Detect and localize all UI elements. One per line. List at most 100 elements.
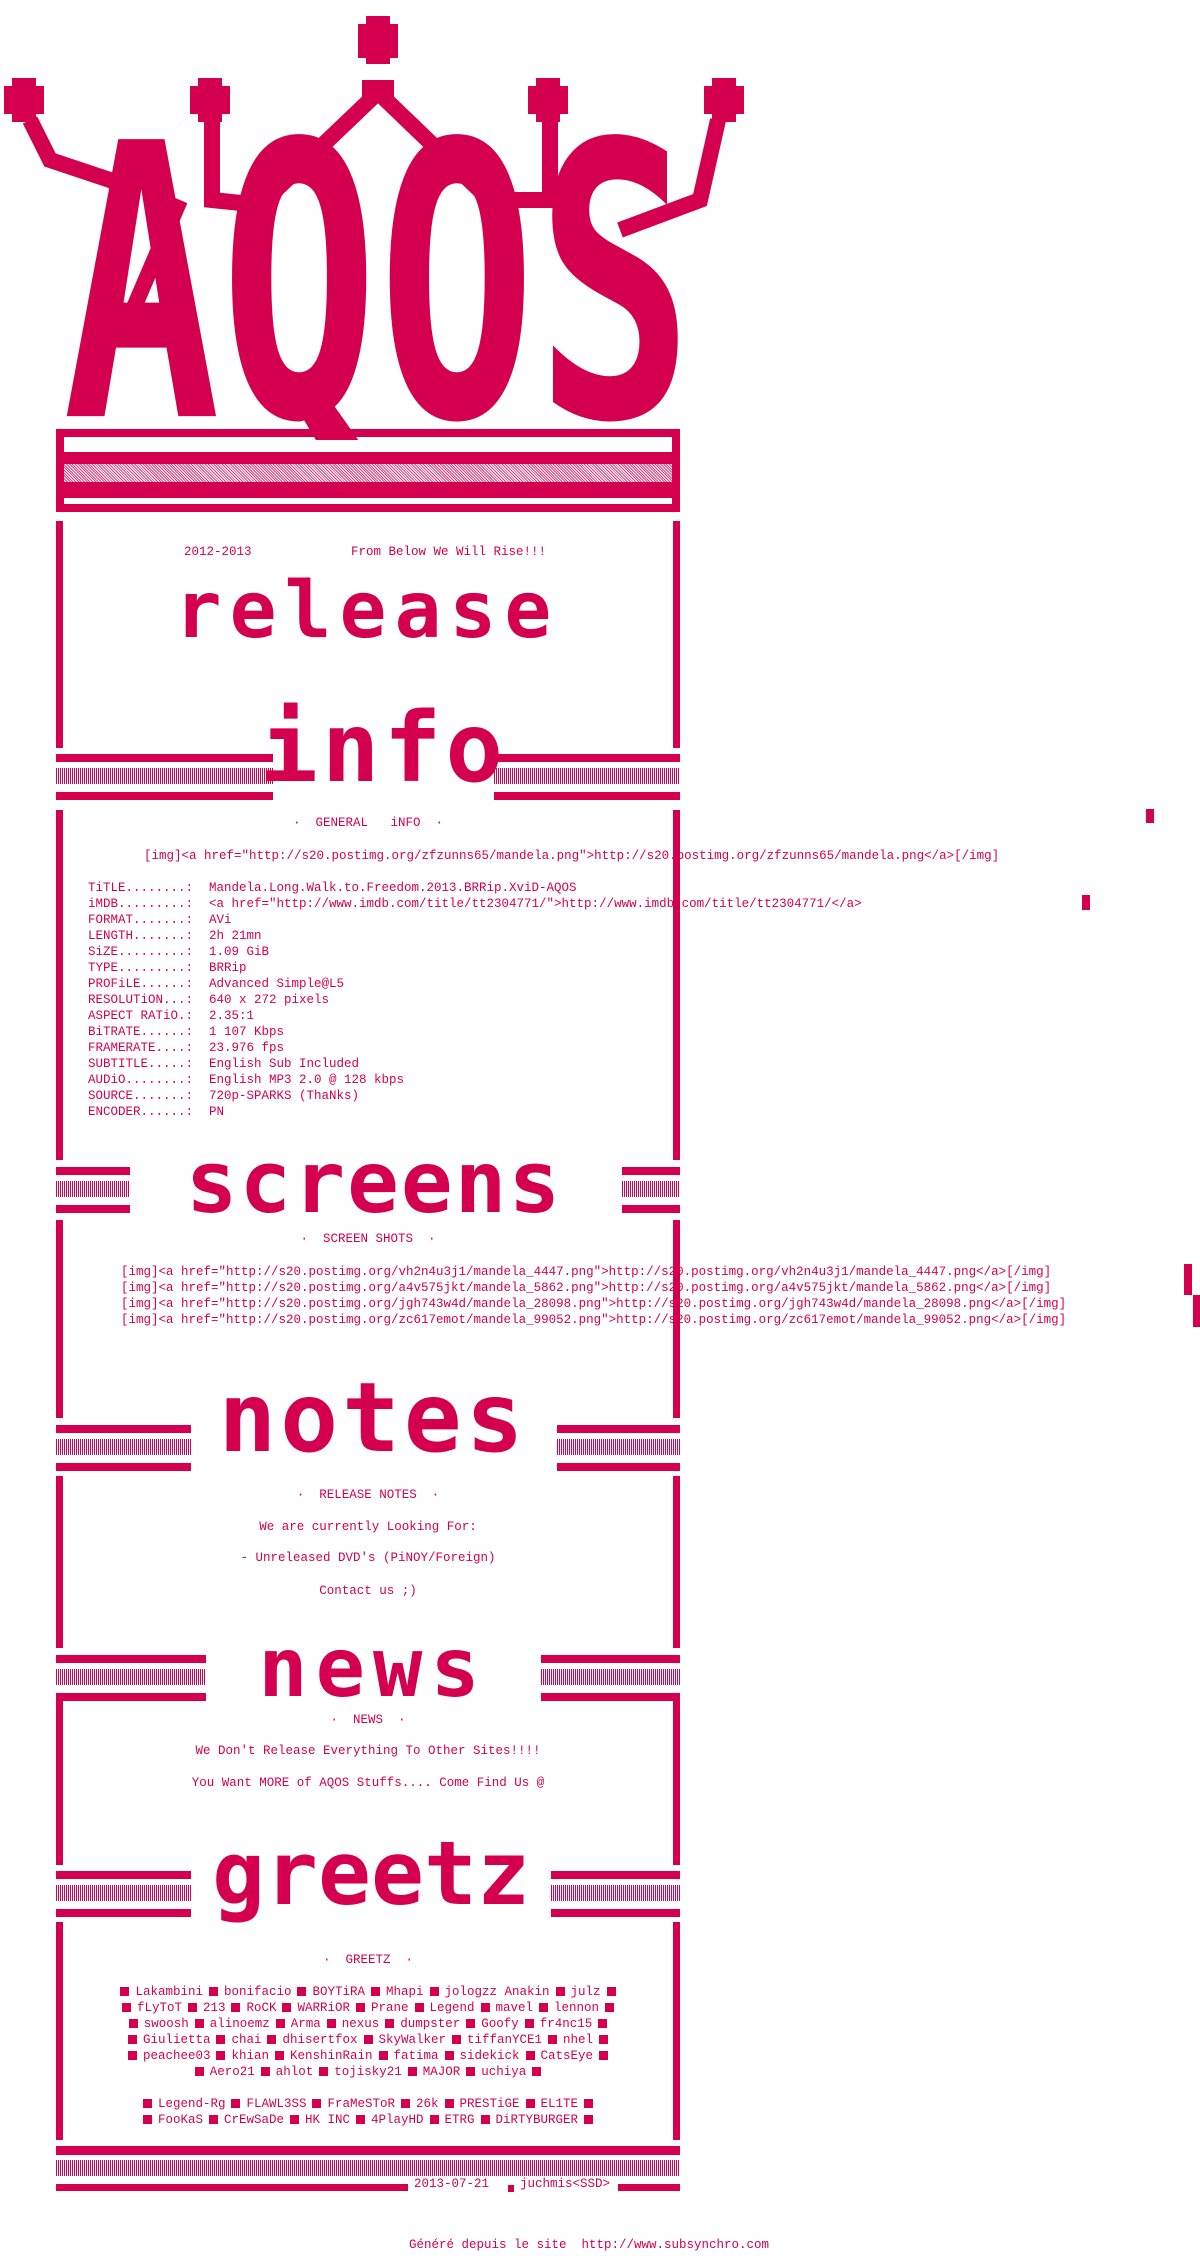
news-art: news [258, 1621, 488, 1716]
bullet-square [297, 1987, 307, 1996]
frame-right [673, 1695, 680, 1865]
notes-line: - Unreleased DVD's (PiNOY/Foreign) [240, 1551, 496, 1565]
greetz-name: julz [570, 1985, 601, 1999]
greetz-name: Goofy [481, 2017, 519, 2031]
bullet-square [142, 2115, 152, 2124]
frame-left [56, 1922, 63, 2140]
bottom-bar-left [56, 2184, 408, 2191]
screenshot-link[interactable]: [img]<a href="http://s20.postimg.org/vh2… [121, 1265, 1052, 1279]
divider-bar [551, 1909, 680, 1917]
bullet-square [231, 2003, 241, 2012]
bullet-square [385, 2019, 395, 2028]
greetz-name: MAJOR [422, 2065, 461, 2079]
divider-bar [622, 1167, 680, 1175]
bullet-square [525, 2051, 535, 2060]
bullet-square [452, 2035, 462, 2044]
bullet-square [378, 2051, 388, 2060]
info-value: 1 107 Kbps [209, 1025, 285, 1039]
greetz-name: mavel [495, 2001, 534, 2015]
greetz-name: FooKaS [157, 2113, 203, 2127]
greetz-name: tiffanYCE1 [467, 2033, 543, 2047]
bullet-square [407, 2067, 417, 2076]
notes-line: We are currently Looking For: [259, 1520, 477, 1534]
info-value[interactable]: <a href="http://www.imdb.com/title/tt230… [209, 897, 862, 911]
greetz-name: ETRG [444, 2113, 475, 2127]
frame-left [56, 1695, 63, 1865]
news-label: · NEWS · [330, 1713, 406, 1727]
info-label: ENCODER......: [88, 1105, 194, 1119]
general-info-label: · GENERAL iNFO · [292, 816, 444, 830]
info-value: 640 x 272 pixels [209, 993, 330, 1007]
bullet-square [120, 1987, 130, 1996]
screenshot-link[interactable]: [img]<a href="http://s20.postimg.org/a4v… [121, 1281, 1052, 1295]
greetz-name: HK INC [304, 2113, 350, 2127]
greetz-name: 213 [202, 2001, 226, 2015]
greetz-name: swoosh [143, 2017, 189, 2031]
notes-art: notes [218, 1362, 528, 1474]
marker [1146, 809, 1154, 823]
greetz-name: EL1TE [540, 2097, 579, 2111]
bullet-square [584, 2099, 594, 2108]
divider-bar [557, 1463, 680, 1471]
news-line: You Want MORE of AQOS Stuffs.... Come Fi… [191, 1776, 545, 1790]
bullet-square [127, 2035, 137, 2044]
info-row: RESOLUTiON...:640 x 272 pixels [88, 993, 329, 1007]
greetz-name: Lakambini [135, 1985, 203, 1999]
greetz-name: SkyWalker [378, 2033, 447, 2047]
info-image-link[interactable]: [img]<a href="http://s20.postimg.org/zfz… [144, 849, 1000, 863]
info-label: TiTLE........: [88, 881, 194, 895]
bullet-square [282, 2003, 292, 2012]
info-value: English MP3 2.0 @ 128 kbps [209, 1073, 405, 1087]
release-notes-label: · RELEASE NOTES · [296, 1488, 440, 1502]
greetz-name: nexus [341, 2017, 380, 2031]
bullet-square [429, 1987, 439, 1996]
bullet-square [289, 2115, 299, 2124]
header-box-top [56, 429, 680, 437]
bullet-square [275, 2019, 285, 2028]
greetz-name: tojisky21 [334, 2065, 402, 2079]
header-box-left [56, 429, 64, 510]
generated-by-text: Généré depuis le site http://www.subsync… [409, 2238, 770, 2252]
bottom-bar-right [618, 2184, 680, 2191]
greetz-name: BOYTiRA [312, 1985, 365, 1999]
bullet-square [356, 2115, 365, 2124]
screenshot-link[interactable]: [img]<a href="http://s20.postimg.org/jgh… [121, 1297, 1067, 1311]
bullet-square [363, 2035, 373, 2044]
divider-bar [56, 792, 273, 800]
bullet-square [480, 2003, 490, 2012]
divider-dots [557, 1439, 680, 1455]
bullet-square [401, 2099, 410, 2108]
screenshot-link[interactable]: [img]<a href="http://s20.postimg.org/zc6… [121, 1313, 1067, 1327]
info-row: ASPECT RATiO.:2.35:1 [88, 1009, 254, 1023]
info-value: PN [209, 1105, 225, 1119]
bullet-square [525, 2099, 535, 2108]
bullet-square [414, 2003, 424, 2012]
greetz-name: uchiya [481, 2065, 527, 2079]
info-row: FORMAT.......:AVi [88, 913, 232, 927]
bullet-square [274, 2051, 284, 2060]
bullet-square [599, 2051, 609, 2060]
marker [1193, 1295, 1200, 1327]
greetz-name: Legend [429, 2001, 475, 2015]
info-row: AUDiO........: English MP3 2.0 @ 128 kbps [88, 1073, 404, 1087]
bullet-square [584, 2115, 594, 2124]
bullet-square [127, 2051, 137, 2060]
info-label: AUDiO........: [88, 1073, 194, 1087]
bullet-square [444, 2051, 454, 2060]
bullet-square [194, 2067, 204, 2076]
marker [1082, 895, 1090, 910]
info-row: TiTLE........:Mandela.Long.Walk.to.Freed… [88, 881, 577, 895]
header-box-dither [64, 464, 672, 482]
greetz-name: Aero21 [209, 2065, 255, 2079]
bullet-square [539, 2003, 549, 2012]
bullet-square [231, 2099, 241, 2108]
bullet-square [606, 1987, 616, 1996]
greetz-name: alinoemz [209, 2017, 270, 2031]
divider-bar [56, 1425, 191, 1433]
greetz-name: jologzz Anakin [444, 1985, 550, 1999]
divider-bar [541, 1693, 680, 1701]
bullet-square [194, 2019, 204, 2028]
bullet-square [267, 2035, 277, 2044]
info-value: 2.35:1 [209, 1009, 255, 1023]
